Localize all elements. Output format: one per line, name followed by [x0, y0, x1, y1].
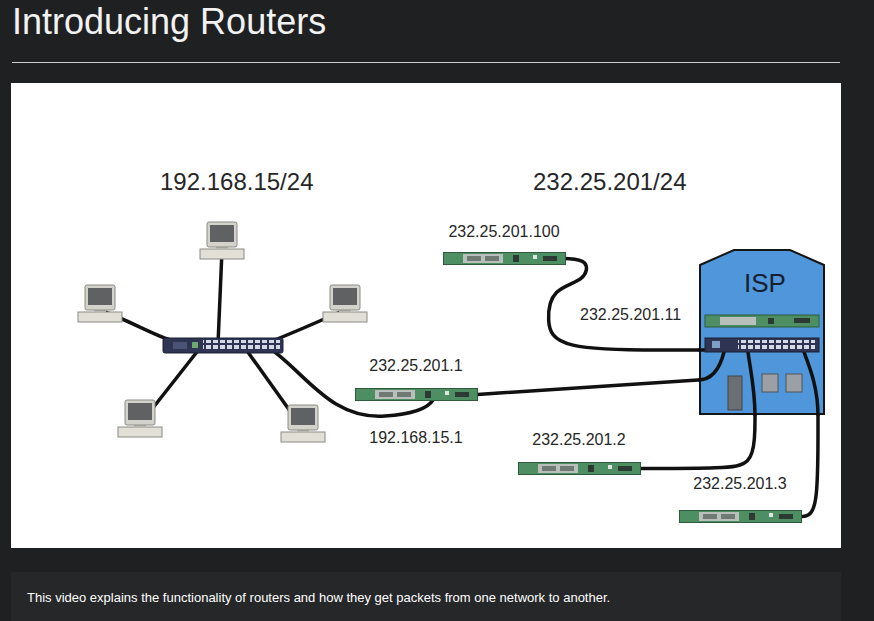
label-holder: 232.25.201/24: [533, 168, 686, 196]
computer: [118, 400, 162, 437]
computer: [200, 222, 244, 259]
router-port: [543, 256, 557, 261]
ip-address-label: 232.25.201.11: [580, 305, 681, 325]
router-port: [588, 465, 594, 472]
isp-switch-led: [712, 341, 720, 348]
router-port: [513, 255, 519, 262]
router-icon: [443, 252, 566, 265]
router-panel: [463, 254, 503, 263]
ip-address-label: 232.25.201.3: [693, 474, 786, 494]
router-port: [618, 466, 632, 471]
switch-ports: [203, 340, 280, 351]
network-label: 192.168.15/24: [160, 168, 313, 196]
page-title: Introducing Routers: [12, 1, 326, 43]
router-device: 232.25.201.1 192.168.15.1: [355, 356, 478, 448]
router-slot: [467, 256, 481, 261]
router-icon: [679, 510, 802, 523]
network-cable: [478, 380, 699, 395]
router-slot: [721, 514, 735, 519]
router-port: [425, 391, 431, 398]
router-slot: [703, 514, 717, 519]
switch-body: [163, 338, 283, 353]
router-slot: [560, 466, 574, 471]
isp-wire: [698, 352, 724, 380]
title-holder: Introducing Routers: [12, 1, 326, 43]
network-cable: [641, 416, 756, 469]
router-port: [749, 513, 755, 520]
isp-router-port: [794, 318, 810, 323]
isp-building: ISP: [698, 248, 826, 416]
ip-address-label: 192.168.15.1: [369, 428, 462, 448]
label-holder: 192.168.15/24: [160, 168, 313, 196]
network-label: 232.25.201/24: [533, 168, 686, 196]
isp-switch-body: [705, 338, 819, 352]
router-case: [518, 463, 640, 475]
isp-router-panel: [720, 317, 756, 325]
isp-switch-ports: [738, 340, 815, 351]
router-icon: [355, 388, 478, 401]
router-case: [355, 389, 477, 401]
router-device: 232.25.201.100: [443, 222, 566, 265]
router-led: [769, 513, 773, 517]
ip-address-label: 232.25.201.1: [369, 356, 462, 376]
router-slot: [397, 392, 411, 397]
router-slot: [379, 392, 393, 397]
ip-address-label: 232.25.201.2: [532, 430, 625, 450]
isp-wire: [804, 352, 818, 416]
router-slot: [542, 466, 556, 471]
connector-group: [478, 259, 819, 517]
caption-bar: This video explains the functionality of…: [11, 572, 841, 621]
network-cable: [549, 259, 698, 351]
computer: [78, 285, 122, 322]
isp-router-port: [768, 318, 774, 324]
router-device: 232.25.201.3: [679, 474, 802, 523]
isp-server: [728, 376, 742, 410]
router-port: [779, 514, 793, 519]
isp-outline: [700, 250, 824, 414]
isp-equipment: [786, 374, 802, 392]
isp-wire: [748, 352, 755, 416]
router-icon: [518, 462, 641, 475]
video-caption: This video explains the functionality of…: [11, 572, 841, 621]
isp-router-body: [705, 315, 819, 327]
router-case: [679, 511, 801, 523]
router-led: [533, 255, 537, 259]
router-panel: [699, 512, 739, 521]
lan-wire: [218, 250, 222, 344]
switch-icon: [163, 338, 283, 353]
router-panel: [375, 390, 415, 399]
switch-led: [192, 342, 198, 348]
router-case: [443, 253, 565, 265]
router-led: [445, 391, 449, 395]
computer: [323, 285, 367, 322]
label-holder: 232.25.201.11: [580, 305, 681, 325]
title-rule: [12, 62, 840, 63]
isp-label: ISP: [744, 268, 786, 298]
computer: [281, 405, 325, 442]
network-cable: [802, 416, 819, 517]
isp-equipment: [762, 374, 778, 392]
router-slot: [485, 256, 499, 261]
lan-wires: [105, 250, 433, 425]
router-port: [455, 392, 469, 397]
switch-badge: [173, 342, 187, 349]
router-device: 232.25.201.2: [518, 430, 641, 475]
router-panel: [538, 464, 578, 473]
isp-internal-wires: [698, 350, 818, 416]
router-led: [608, 465, 612, 469]
ip-address-label: 232.25.201.100: [448, 222, 559, 242]
